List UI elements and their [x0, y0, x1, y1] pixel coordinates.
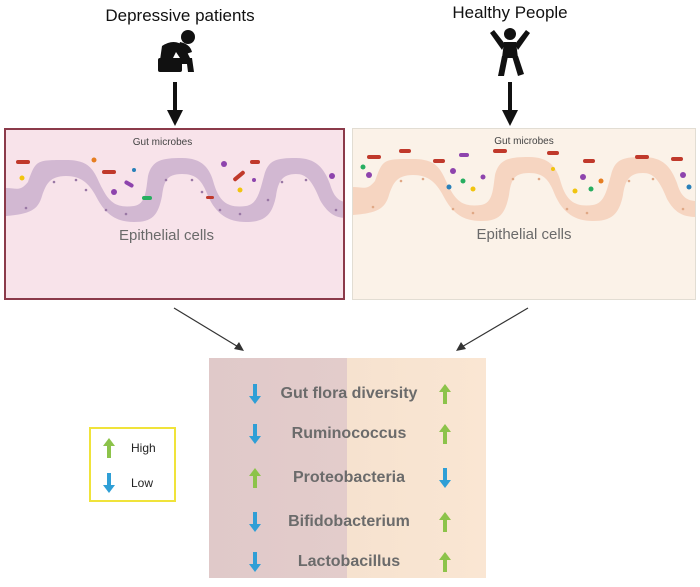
comparison-row-label: Proteobacteria — [292, 469, 406, 486]
down-arrow-icon — [249, 552, 261, 572]
up-arrow-icon — [439, 384, 451, 404]
depressive-villi-illustration — [6, 157, 343, 222]
comparison-row-label: Lactobacillus — [297, 553, 401, 570]
gut-microbes-label: Gut microbes — [132, 137, 193, 148]
healthy-indicator — [439, 552, 451, 572]
depressive-indicator — [249, 512, 261, 532]
healthy-indicator — [439, 384, 451, 404]
healthy-indicator — [439, 468, 451, 488]
legend-label-low: Low — [131, 476, 154, 490]
healthy-indicator — [439, 424, 451, 444]
down-arrow-icon — [103, 473, 115, 493]
comparison-row: Bifidobacterium — [209, 507, 486, 537]
gut-microbes-label: Gut microbes — [494, 136, 554, 147]
down-arrow-icon — [249, 512, 261, 532]
legend: High Low — [89, 427, 176, 502]
up-arrow-icon — [249, 468, 261, 488]
healthy-people-title: Healthy People — [452, 3, 568, 22]
depressive-indicator — [249, 468, 261, 488]
comparison-row-label: Ruminococcus — [291, 425, 407, 442]
comparison-row: Proteobacteria — [209, 463, 486, 493]
down-arrow-depressive — [167, 82, 183, 126]
depressive-indicator — [249, 552, 261, 572]
down-arrow-healthy — [502, 82, 518, 126]
epithelial-cells-label: Epithelial cells — [476, 226, 572, 243]
down-arrow-icon — [439, 468, 451, 488]
depressive-patients-title: Depressive patients — [105, 6, 255, 25]
down-arrow-icon — [249, 384, 261, 404]
up-arrow-icon — [103, 438, 115, 458]
depressive-indicator — [249, 384, 261, 404]
sad-person-icon — [158, 30, 195, 72]
down-arrow-icon — [249, 424, 261, 444]
legend-item-low: Low — [103, 473, 173, 493]
up-arrow-icon — [439, 552, 451, 572]
healthy-villi-illustration — [353, 149, 695, 221]
depressive-gut-panel: Gut microbes Epithelial cells — [4, 128, 345, 300]
comparison-row: Ruminococcus — [209, 419, 486, 449]
comparison-row: Gut flora diversity — [209, 379, 486, 409]
comparison-row-label: Gut flora diversity — [280, 385, 418, 402]
depressive-indicator — [249, 424, 261, 444]
legend-item-high: High — [103, 438, 173, 458]
up-arrow-icon — [439, 512, 451, 532]
healthy-gut-panel: Gut microbes Epithelial cells — [352, 128, 696, 300]
legend-label-high: High — [131, 441, 156, 455]
comparison-row: Lactobacillus — [209, 547, 486, 577]
converging-arrows — [173, 307, 529, 351]
healthy-indicator — [439, 512, 451, 532]
comparison-row-label: Bifidobacterium — [288, 513, 410, 530]
happy-person-icon — [490, 28, 530, 76]
up-arrow-icon — [439, 424, 451, 444]
epithelial-cells-label: Epithelial cells — [118, 227, 215, 244]
